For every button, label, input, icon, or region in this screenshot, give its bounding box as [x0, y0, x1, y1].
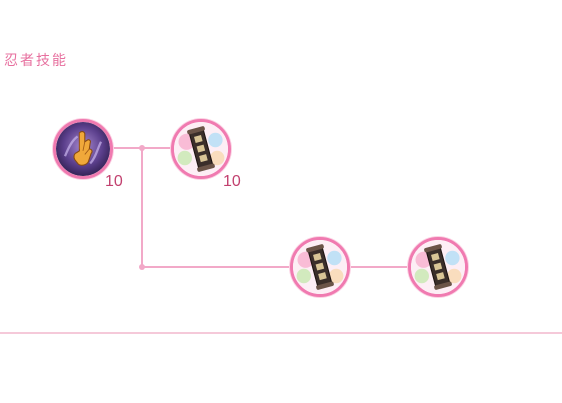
scroll-icon: [293, 240, 347, 294]
scroll-icon: [174, 122, 228, 176]
hand-seal-icon: [56, 122, 110, 176]
connector-joint: [139, 264, 145, 270]
skill-level: 10: [105, 173, 123, 190]
section-divider: [0, 332, 562, 334]
connector-joint: [139, 145, 145, 151]
connector-line: [141, 148, 143, 268]
skill-node-scroll-b[interactable]: [290, 237, 350, 297]
connector-line: [348, 266, 410, 268]
scroll-icon: [411, 240, 465, 294]
connector-line: [141, 266, 292, 268]
section-title: 忍者技能: [4, 53, 68, 69]
skill-node-hand-seal[interactable]: [53, 119, 113, 179]
skill-node-scroll-c[interactable]: [408, 237, 468, 297]
skill-node-scroll-a[interactable]: [171, 119, 231, 179]
skill-level: 10: [223, 173, 241, 190]
